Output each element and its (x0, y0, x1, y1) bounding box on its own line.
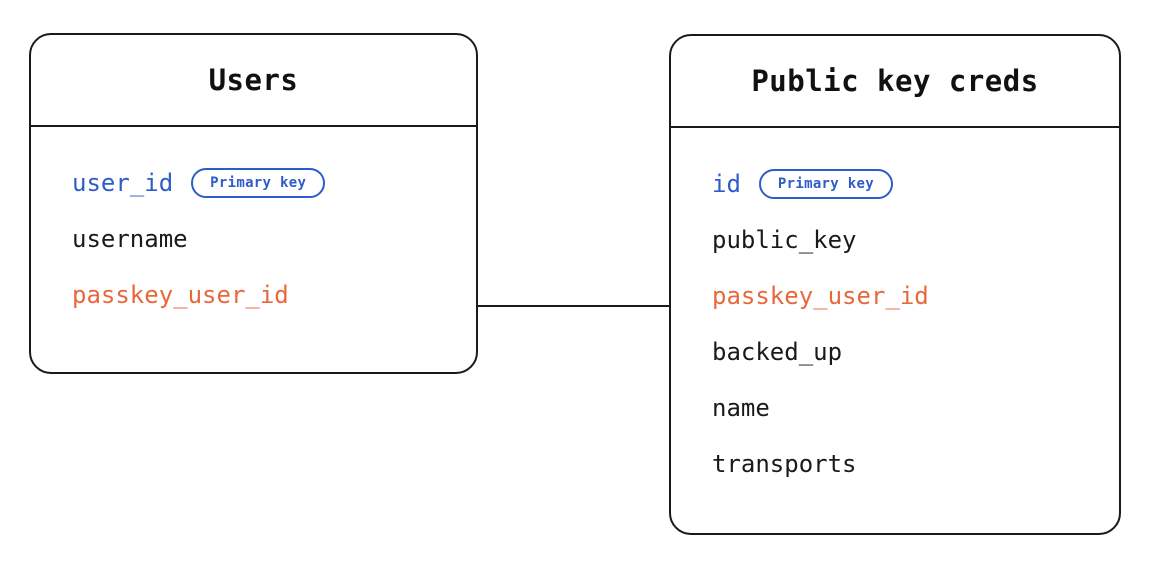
field-name-username: username (72, 225, 188, 253)
entity-public-key-creds[interactable]: Public key creds id Primary key public_k… (669, 34, 1121, 535)
field-name-passkey-user-id: passkey_user_id (712, 282, 929, 310)
entity-public-key-creds-title: Public key creds (751, 64, 1039, 98)
field-row-public-key[interactable]: public_key (671, 212, 1119, 268)
field-name-name: name (712, 394, 770, 422)
field-row-name[interactable]: name (671, 380, 1119, 436)
field-row-username[interactable]: username (31, 211, 476, 267)
field-row-transports[interactable]: transports (671, 436, 1119, 492)
field-name-backed-up: backed_up (712, 338, 843, 366)
relationship-connector-users-to-public-key-creds (477, 305, 670, 307)
entity-users-header: Users (31, 35, 476, 127)
field-name-user-id: user_id (72, 169, 174, 197)
entity-public-key-creds-field-list: id Primary key public_key passkey_user_i… (671, 128, 1119, 492)
field-row-backed-up[interactable]: backed_up (671, 324, 1119, 380)
field-row-user-id[interactable]: user_id Primary key (31, 155, 476, 211)
entity-users-title: Users (208, 63, 299, 97)
primary-key-badge: Primary key (191, 168, 326, 198)
field-name-passkey-user-id: passkey_user_id (72, 281, 289, 309)
entity-users-field-list: user_id Primary key username passkey_use… (31, 127, 476, 323)
field-row-passkey-user-id[interactable]: passkey_user_id (31, 267, 476, 323)
field-row-id[interactable]: id Primary key (671, 156, 1119, 212)
field-name-public-key: public_key (712, 226, 857, 254)
field-name-id: id (712, 170, 741, 198)
field-row-passkey-user-id[interactable]: passkey_user_id (671, 268, 1119, 324)
primary-key-badge: Primary key (758, 169, 893, 199)
entity-users[interactable]: Users user_id Primary key username passk… (29, 33, 478, 374)
field-name-transports: transports (712, 450, 857, 478)
entity-public-key-creds-header: Public key creds (671, 36, 1119, 128)
